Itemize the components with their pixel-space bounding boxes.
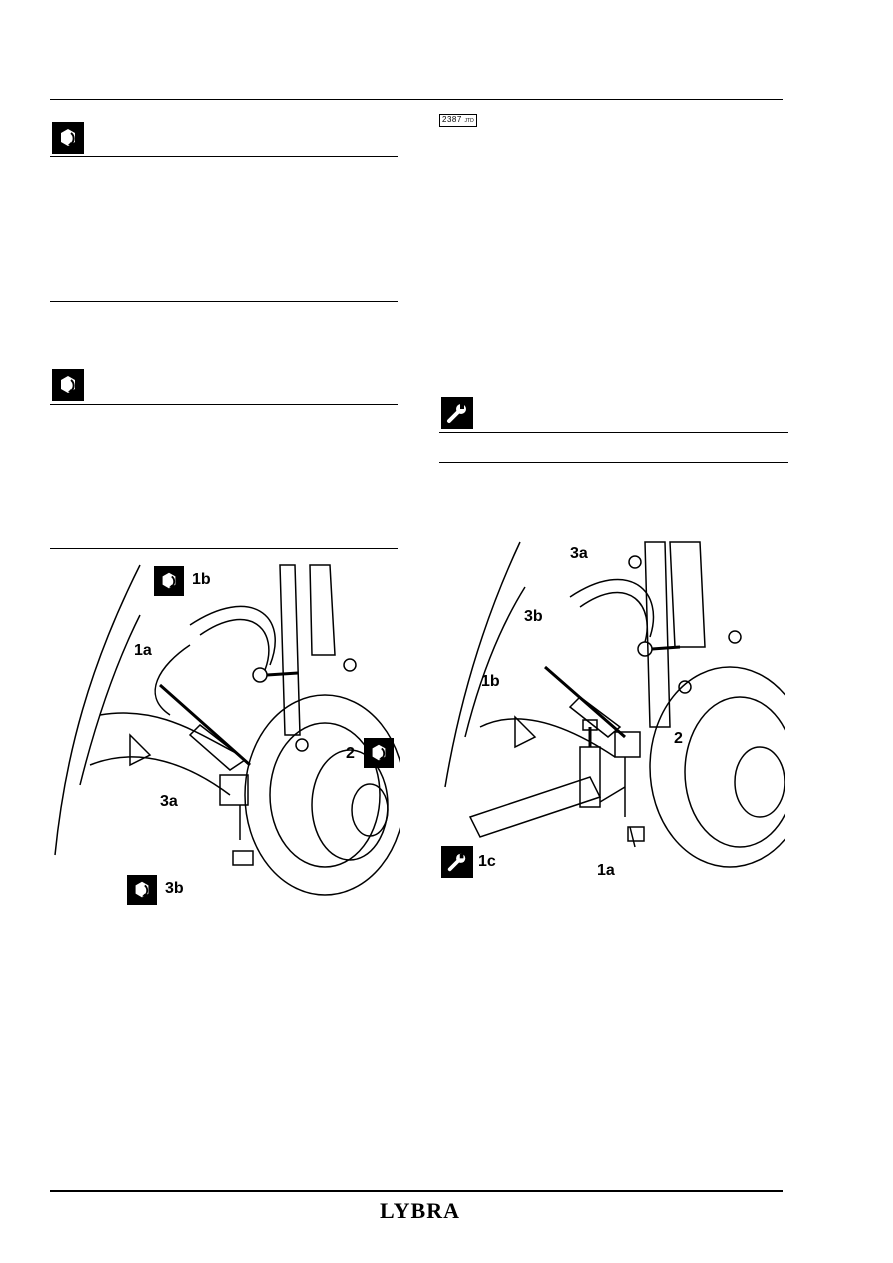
left-figure-drawing <box>54 564 400 896</box>
model-code-tag: 2387 JTD <box>439 114 477 127</box>
callout-1a: 1a <box>134 642 152 659</box>
wrench-icon <box>441 846 473 878</box>
section-rule <box>50 156 398 157</box>
footer-rule <box>50 1190 783 1192</box>
tighten-nut-icon <box>364 738 394 768</box>
section-rule <box>50 404 398 405</box>
callout-2: 2 <box>674 730 683 747</box>
model-suffix: JTD <box>464 118 474 124</box>
callout-1b: 1b <box>192 571 211 588</box>
callout-3b: 3b <box>524 608 543 625</box>
right-figure-drawing <box>444 541 785 868</box>
callout-3a: 3a <box>160 793 178 810</box>
callout-2: 2 <box>346 745 355 762</box>
tighten-nut-icon <box>127 875 157 905</box>
brand-logo: LYBRA <box>380 1198 460 1223</box>
section-rule <box>50 548 398 549</box>
callout-3b: 3b <box>165 880 184 897</box>
right-suspension-illustration <box>440 537 785 887</box>
left-suspension-illustration <box>50 555 400 905</box>
section-rule <box>439 432 788 433</box>
tighten-nut-icon <box>52 122 84 154</box>
tighten-nut-icon <box>52 369 84 401</box>
callout-3a: 3a <box>570 545 588 562</box>
model-code: 2387 <box>442 115 462 124</box>
section-rule <box>439 462 788 463</box>
section-rule <box>50 301 398 302</box>
callout-1a: 1a <box>597 862 615 879</box>
tighten-nut-icon <box>154 566 184 596</box>
wrench-icon <box>441 397 473 429</box>
callout-1b: 1b <box>481 673 500 690</box>
callout-1c: 1c <box>478 853 496 870</box>
header-rule <box>50 99 783 100</box>
